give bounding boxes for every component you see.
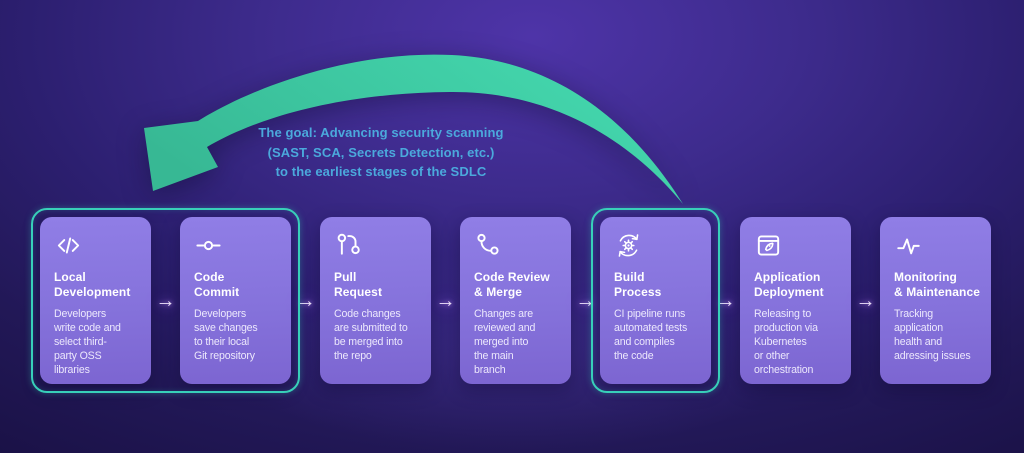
stage-description: Tracking application health and adressin…	[894, 308, 971, 362]
pipeline-row: Local Development Developers write code …	[40, 217, 991, 384]
build-icon	[614, 231, 643, 260]
stage-connector: →	[571, 217, 600, 384]
stage-connector: →	[851, 217, 880, 384]
stage-description: Developers save changes to their local G…	[194, 308, 258, 362]
arrow-right-icon: →	[435, 289, 456, 312]
pull-request-icon	[334, 231, 363, 260]
stage-title: Pull Request	[334, 270, 383, 299]
pipeline-stage-card: Code Review & Merge Changes are reviewed…	[460, 217, 571, 384]
stage-connector: →	[291, 217, 320, 384]
monitoring-icon	[894, 231, 923, 260]
stage-title: Local Development	[54, 270, 131, 299]
stage-description: CI pipeline runs automated tests and com…	[614, 308, 688, 362]
pipeline-stage-card: Monitoring & Maintenance Tracking applic…	[880, 217, 991, 384]
stage-description: Developers write code and select third- …	[54, 308, 121, 376]
arrow-right-icon: →	[715, 289, 736, 312]
stage-title: Application Deployment	[754, 270, 824, 299]
pipeline-stage-card: Build Process CI pipeline runs automated…	[600, 217, 711, 384]
arrow-right-icon: →	[295, 289, 316, 312]
arrow-right-icon: →	[855, 289, 876, 312]
stage-description: Code changes are submitted to be merged …	[334, 308, 408, 362]
code-icon	[54, 231, 83, 260]
stage-title: Code Commit	[194, 270, 240, 299]
pipeline-stage-card: Code Commit Developers save changes to t…	[180, 217, 291, 384]
commit-icon	[194, 231, 223, 260]
pipeline-stage-card: Local Development Developers write code …	[40, 217, 151, 384]
stage-connector: →	[711, 217, 740, 384]
stage-title: Monitoring & Maintenance	[894, 270, 980, 299]
stage-connector: →	[431, 217, 460, 384]
pipeline-stage-card: Application Deployment Releasing to prod…	[740, 217, 851, 384]
goal-note: The goal: Advancing security scanning (S…	[258, 125, 504, 179]
deploy-icon	[754, 231, 783, 260]
arrow-right-icon: →	[155, 289, 176, 312]
stage-title: Code Review & Merge	[474, 270, 550, 299]
stage-description: Changes are reviewed and merged into the…	[474, 308, 536, 376]
pipeline-stage-card: Pull Request Code changes are submitted …	[320, 217, 431, 384]
stage-description: Releasing to production via Kubernetes o…	[754, 308, 818, 376]
merge-icon	[474, 231, 503, 260]
stage-connector: →	[151, 217, 180, 384]
stage-title: Build Process	[614, 270, 662, 299]
arrow-right-icon: →	[575, 289, 596, 312]
